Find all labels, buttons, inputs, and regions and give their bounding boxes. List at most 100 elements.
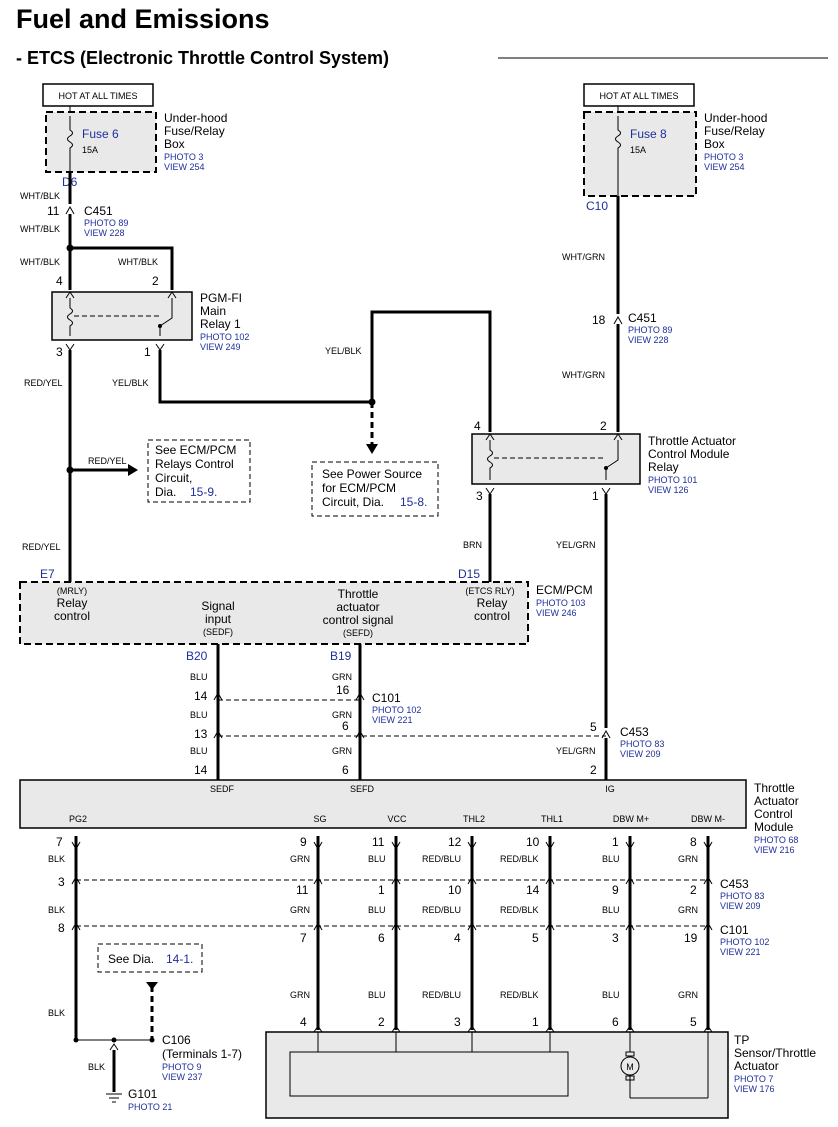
wire-label: GRN (678, 854, 698, 864)
c453-bottom-pin: 9 (612, 883, 619, 897)
main-relay-line1: PGM-FI (200, 291, 242, 305)
c451-right: C451 (628, 311, 657, 325)
ecm-pin-d15: D15 (458, 567, 480, 581)
fuse-8-label: Fuse 8 (630, 127, 667, 141)
ecm-pcm (19, 581, 529, 645)
ecm-relay-control-left-1: Relay (57, 596, 88, 610)
note-ground-link[interactable]: 14-1. (166, 952, 193, 966)
motor-icon: M (620, 1051, 640, 1081)
tacm-relay-line1: Throttle Actuator (648, 434, 736, 448)
ecm-relay-control-right-2: control (474, 609, 510, 623)
c453-bottom-pin: 2 (690, 883, 697, 897)
wire-label: BLU (190, 672, 208, 682)
hot-at-all-times-left: HOT AT ALL TIMES (58, 91, 137, 101)
c101-bottom-view: VIEW 221 (720, 947, 761, 957)
note-ecm-relays-line3: Circuit, (155, 471, 192, 485)
c453-bottom-pin: 1 (378, 883, 385, 897)
tacm-relay-line2: Control Module (648, 447, 730, 461)
fuse-8-pin: C10 (586, 199, 608, 213)
tacm-label-vcc: VCC (387, 814, 407, 824)
tp-sensor-throttle-actuator (265, 1031, 729, 1119)
tacm-label-thl1: THL1 (541, 814, 563, 824)
wire-label: GRN (678, 990, 698, 1000)
ecm-relay-control-right-1: Relay (477, 596, 508, 610)
tacm-bottom-pin: 9 (300, 835, 307, 849)
wire-label: RED/YEL (24, 378, 63, 388)
wire-label: BLU (368, 990, 386, 1000)
c101-bottom-pin: 5 (532, 931, 539, 945)
tacm-label-dbw-m-minus: DBW M- (691, 814, 725, 824)
tacm-relay-pin-4: 4 (474, 419, 481, 433)
tacm-label-sedf: SEDF (210, 784, 235, 794)
fuse-box-right-view: VIEW 254 (704, 162, 745, 172)
note-power-line2: for ECM/PCM (322, 481, 396, 495)
fuse-box-right-photo: PHOTO 3 (704, 152, 743, 162)
wire-label: YEL/GRN (556, 746, 596, 756)
g101: G101 (128, 1087, 158, 1101)
wire-label: BLU (190, 710, 208, 720)
ecm-pin-b20: B20 (186, 649, 208, 663)
c453-bottom: C453 (720, 877, 749, 891)
c106: C106 (162, 1033, 191, 1047)
fuse-8-icon (615, 116, 621, 196)
fuse-6-amp: 15A (82, 145, 98, 155)
c451-left-pin: 11 (47, 204, 60, 218)
page-subtitle: - ETCS (Electronic Throttle Control Syst… (16, 48, 389, 68)
c101-bottom-pin: 8 (58, 921, 65, 935)
page-title: Fuel and Emissions (16, 4, 270, 34)
fuse-box-left-line2: Fuse/Relay (164, 124, 225, 138)
c453-top-pin-5: 5 (590, 720, 597, 734)
c453-bottom-pin: 11 (296, 883, 309, 897)
fuse-box-left-line3: Box (164, 137, 185, 151)
main-relay-line3: Relay 1 (200, 317, 241, 331)
tacm-photo: PHOTO 68 (754, 835, 798, 845)
fuse-relay-box-right (583, 111, 697, 197)
note-ecm-relays (147, 439, 251, 503)
tacm-bottom-pin: 7 (56, 835, 63, 849)
wire-label: BRN (463, 540, 482, 550)
wire-label: RED/BLK (500, 990, 539, 1000)
tacm-line3: Control (754, 807, 793, 821)
tacm-bottom-pin: 11 (372, 835, 385, 849)
wire-label: BLK (48, 905, 65, 915)
c451-right-pin: 18 (592, 313, 606, 327)
tacm-label-sefd: SEFD (350, 784, 375, 794)
main-relay-view: VIEW 249 (200, 342, 241, 352)
wire-label: GRN (332, 710, 352, 720)
tacm-label-sg: SG (313, 814, 326, 824)
ecm-signal-input-3: (SEDF) (203, 627, 233, 637)
wire-label: GRN (332, 746, 352, 756)
ecm-view: VIEW 246 (536, 608, 577, 618)
wire-label: BLU (602, 905, 620, 915)
ecm-throttle-signal-2: actuator (336, 600, 379, 614)
g101-photo: PHOTO 21 (128, 1102, 172, 1112)
c453-top-pin-13: 13 (194, 727, 208, 741)
tp-pin: 1 (532, 1015, 539, 1029)
note-power-link[interactable]: 15-8. (400, 495, 427, 509)
ground-icon (106, 1093, 122, 1103)
tacm-line4: Module (754, 820, 794, 834)
tp-line1: TP (734, 1033, 749, 1047)
main-relay-photo: PHOTO 102 (200, 332, 249, 342)
tp-photo: PHOTO 7 (734, 1074, 773, 1084)
tacm-label-ig: IG (605, 784, 615, 794)
tacm-bottom-pin: 8 (690, 835, 697, 849)
ecm-signal-input-2: input (205, 612, 232, 626)
wire-label: GRN (332, 672, 352, 682)
wire-label: BLK (48, 1008, 65, 1018)
tacm-relay-pin-3: 3 (476, 489, 483, 503)
note-ground (97, 943, 203, 973)
c453-top-pin-6: 6 (342, 719, 349, 733)
wire-label: BLU (602, 990, 620, 1000)
wire-label: GRN (678, 905, 698, 915)
wire-label: RED/BLU (422, 854, 461, 864)
note-power-line3: Circuit, Dia. (322, 495, 384, 509)
c101-top-pin-14: 14 (194, 689, 208, 703)
ecm-throttle-signal-3: control signal (323, 613, 394, 627)
ecm-mrly: (MRLY) (57, 586, 87, 596)
note-ecm-relays-link[interactable]: 15-9. (190, 485, 217, 499)
c101-top-photo: PHOTO 102 (372, 705, 421, 715)
wire-label: WHT/BLK (20, 191, 60, 201)
wire-label: BLU (368, 905, 386, 915)
tacm-label-dbw-m-plus: DBW M+ (613, 814, 649, 824)
